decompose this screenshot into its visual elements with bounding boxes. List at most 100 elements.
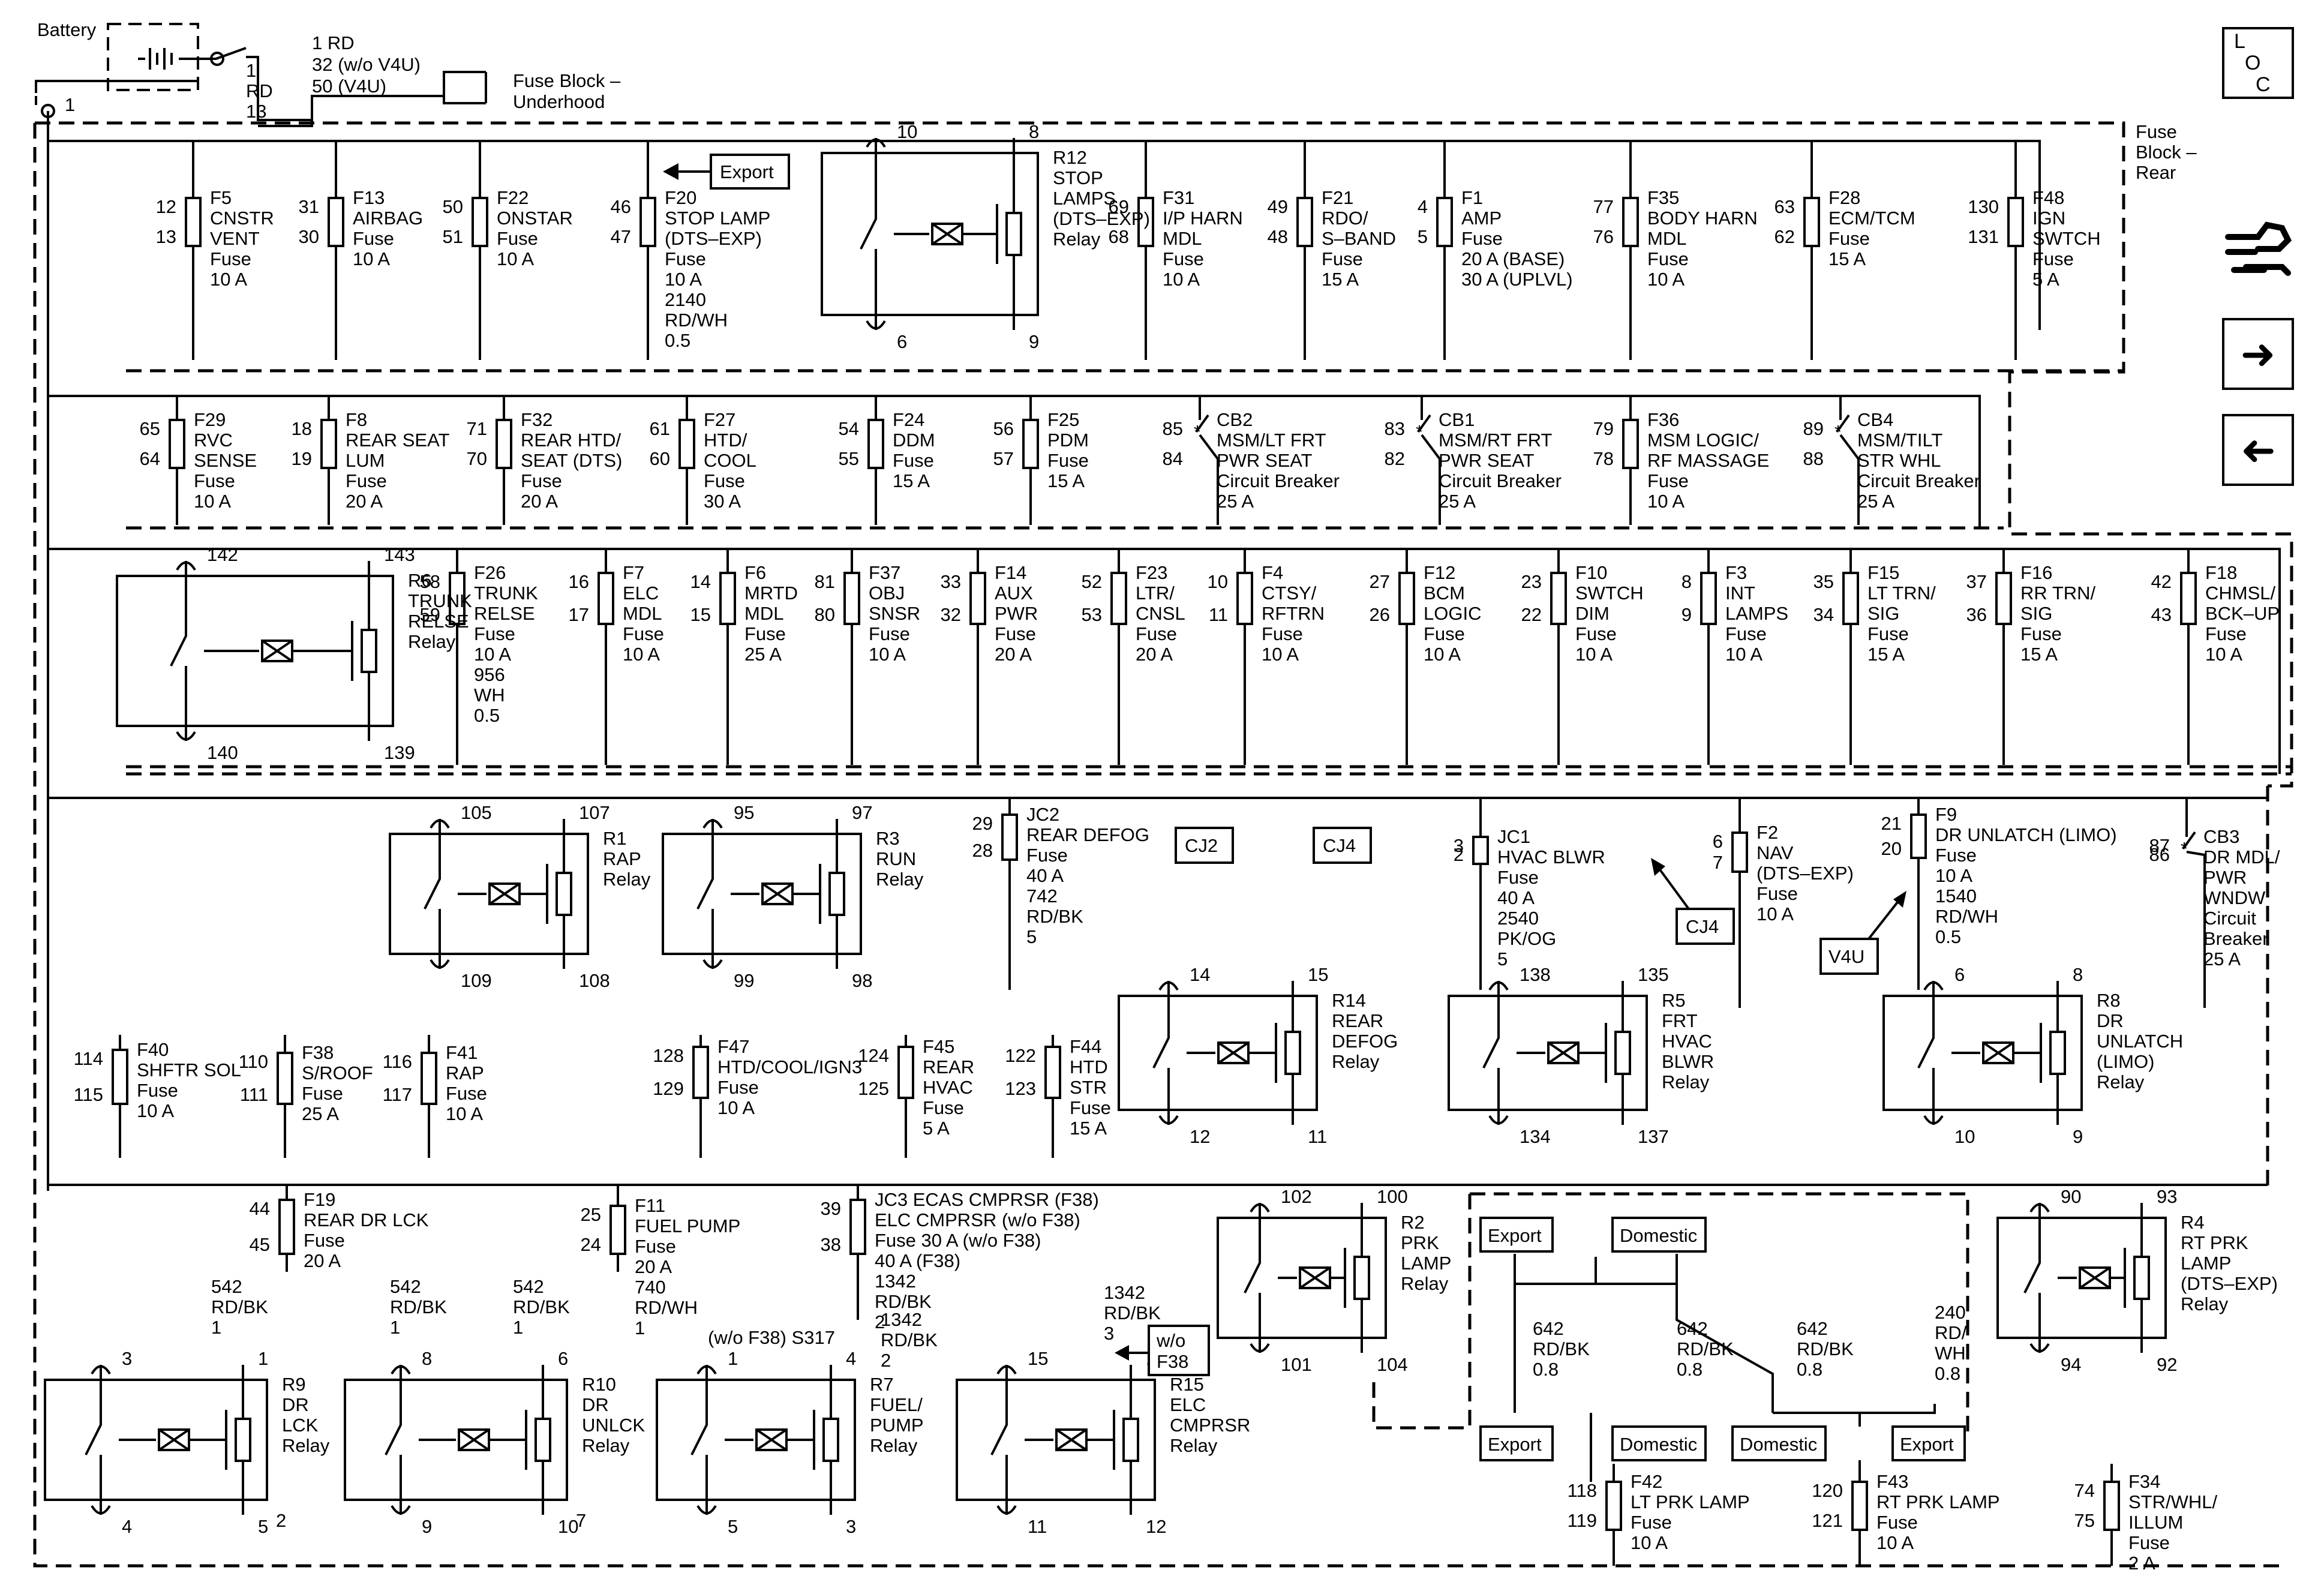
- fuse-label: 0.5: [474, 705, 500, 726]
- fusible-link-icon: [210, 52, 224, 66]
- diode-icon: [1122, 1418, 1139, 1462]
- fuse-label: 5 A: [923, 1118, 950, 1139]
- fuse-label: F18: [2205, 562, 2237, 583]
- fuse-label: F36: [1647, 409, 1679, 430]
- fuse-label: NAV: [1756, 842, 1794, 863]
- prev-page-button[interactable]: ➜: [2222, 414, 2294, 486]
- fuse-pin: 57: [993, 448, 1014, 469]
- relay-label: Relay: [603, 869, 651, 890]
- fuse-icon: [2103, 1481, 2120, 1531]
- relay-pin: 107: [579, 802, 610, 823]
- fuse-label: Fuse: [893, 450, 934, 471]
- fuse-label: Fuse: [1828, 228, 1870, 249]
- fuse-icon: [1550, 572, 1567, 625]
- fuse-label: Fuse: [1575, 623, 1617, 644]
- fuse-label: Fuse: [704, 470, 745, 491]
- fuse-label: F38: [302, 1042, 334, 1063]
- svg-text:CJ2: CJ2: [1185, 835, 1218, 856]
- power-bus: [47, 111, 2281, 1191]
- fuse-label: SEAT (DTS): [521, 450, 622, 471]
- relay-label: Relay: [1662, 1071, 1710, 1092]
- fuse-pin: 54: [839, 418, 859, 439]
- fuse-label: LUM: [346, 450, 385, 471]
- fuse-label: 40 A: [1497, 887, 1535, 908]
- fuse-label: Fuse: [1136, 623, 1177, 644]
- fuse-pin: 19: [292, 448, 312, 469]
- wire-label: RD/BK: [1104, 1302, 1161, 1323]
- fuse-label: STR WHL: [1857, 450, 1941, 471]
- fuse-label: MDL: [744, 603, 783, 624]
- fuse-pin: 28: [972, 840, 993, 861]
- relay-pin: 6: [1954, 964, 1965, 985]
- relay-label: R2: [1401, 1212, 1425, 1233]
- arrow-left-icon: ➜: [2240, 425, 2276, 475]
- relay-pin: 14: [1190, 964, 1210, 985]
- fuse-pin: 116: [383, 1051, 412, 1072]
- fuse-label: 10 A: [1756, 903, 1794, 924]
- fuse-label: 15 A: [1047, 470, 1085, 491]
- fuse-label: RELSE: [474, 603, 535, 624]
- fuse-pin: 69: [1109, 196, 1129, 217]
- fuse-icon: [849, 1199, 866, 1255]
- fuse-pin: 128: [653, 1045, 684, 1066]
- fuse-label: 10 A: [869, 644, 906, 665]
- relay-label: R1: [603, 828, 627, 849]
- relay-label: RAP: [603, 848, 641, 869]
- fuse-icon: [1622, 419, 1639, 469]
- fuse-label: REAR: [923, 1056, 974, 1077]
- fuse-pin: 10: [1208, 571, 1228, 592]
- fuse-label: 0.5: [1935, 926, 1961, 947]
- wrench-connector-icon[interactable]: [2222, 213, 2294, 285]
- relay-label: FRT: [1662, 1010, 1698, 1031]
- relay-pin: 99: [734, 970, 754, 991]
- fuse-label: LAMPS: [1725, 603, 1788, 624]
- wire-label: 642: [1797, 1318, 1828, 1339]
- fuse-label: Fuse: [1497, 867, 1539, 888]
- relay-pin: 4: [846, 1348, 856, 1369]
- fuse-label: Fuse: [717, 1077, 759, 1098]
- fuse-icon: [278, 1199, 295, 1255]
- loc-button[interactable]: L O C: [2222, 27, 2294, 99]
- fuse-label: JC2: [1026, 804, 1059, 825]
- fuse-label: 15 A: [893, 470, 930, 491]
- fuse-label: ILLUM: [2128, 1512, 2183, 1533]
- fuse-label: REAR HTD/: [521, 430, 621, 451]
- fuse-icon: [112, 1049, 128, 1105]
- relay-label: R4: [2181, 1212, 2205, 1233]
- fuse-label: Fuse: [497, 228, 538, 249]
- relay-r15: 15141112R15ELCCMPRSRRelay: [956, 1348, 1250, 1537]
- wire-label: RD/BK: [1797, 1338, 1854, 1359]
- fuse-label: WH: [474, 685, 505, 706]
- relay-label: ELC: [1170, 1394, 1206, 1415]
- fuse-label: 5: [1497, 948, 1508, 969]
- next-page-button[interactable]: ➜: [2222, 318, 2294, 390]
- fuse-icon: [1731, 831, 1748, 873]
- fuse-label: Fuse: [474, 623, 515, 644]
- fuse-pin: 68: [1109, 226, 1129, 247]
- wire-label: 542: [390, 1276, 421, 1297]
- relay-pin: 97: [852, 802, 872, 823]
- wire-label: 542: [513, 1276, 544, 1297]
- fuse-pin: 35: [1813, 571, 1834, 592]
- wire-label: RD/BK: [1533, 1338, 1590, 1359]
- fuse-label: F40: [137, 1039, 169, 1060]
- relay-label: BLWR: [1662, 1051, 1714, 1072]
- fuse-label: Fuse: [635, 1236, 676, 1257]
- fuse-label: SWTCH: [2032, 228, 2101, 249]
- wire-label: 1: [390, 1317, 400, 1338]
- fuse-label: F2: [1756, 822, 1778, 843]
- relay-label: DR: [2097, 1010, 2124, 1031]
